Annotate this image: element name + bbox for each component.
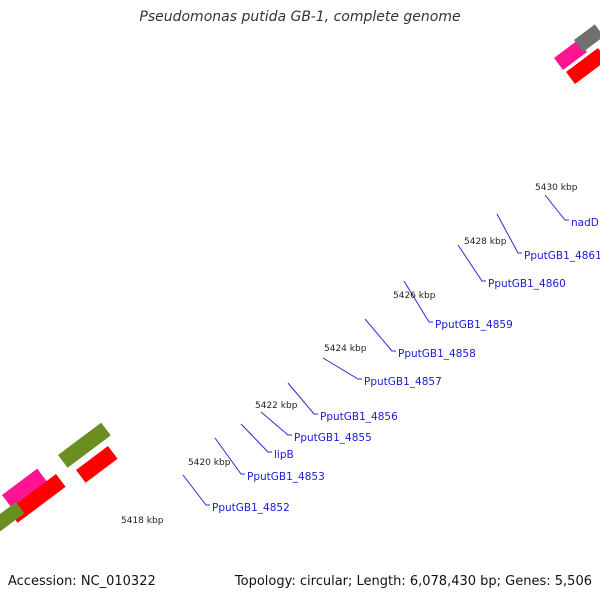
gene-leader-line <box>214 437 245 475</box>
gene-label: lipB <box>274 449 294 461</box>
olive-feature-block <box>58 422 111 468</box>
gene-leader-line <box>240 423 272 453</box>
gene-leader-line <box>287 382 318 415</box>
genome-summary-text: Topology: circular; Length: 6,078,430 bp… <box>234 574 592 589</box>
gene-label: PputGB1_4857 <box>364 376 442 388</box>
gene-label: PputGB1_4853 <box>247 471 325 483</box>
pink-feature-block <box>554 39 587 70</box>
kbp-tick-label: 5430 kbp <box>535 183 578 193</box>
gene-label: PputGB1_4855 <box>294 432 372 444</box>
pink-feature-block <box>1 468 47 508</box>
gene-leader-line <box>182 474 210 506</box>
kbp-tick-label: 5422 kbp <box>255 401 298 411</box>
map-title: Pseudomonas putida GB-1, complete genome <box>139 9 461 25</box>
gene-label: PputGB1_4861 <box>524 250 600 262</box>
kbp-tick-label: 5424 kbp <box>324 344 367 354</box>
gene-leader-line <box>544 194 569 221</box>
olive-feature-block <box>0 501 25 532</box>
kbp-tick-label: 5428 kbp <box>464 237 507 247</box>
gene-label: PputGB1_4858 <box>398 348 476 360</box>
gene-leader-line <box>403 280 433 323</box>
gene-label: PputGB1_4852 <box>212 502 290 514</box>
gene-label: nadD <box>571 217 599 229</box>
gene-leader-line <box>364 318 396 352</box>
accession-text: Accession: NC_010322 <box>8 574 156 589</box>
gene-leader-line <box>260 411 292 436</box>
gene-label: PputGB1_4856 <box>320 411 398 423</box>
gray-feature-block <box>574 24 600 52</box>
red-feature-block <box>76 445 118 483</box>
kbp-tick-label: 5418 kbp <box>121 516 164 526</box>
kbp-tick-label: 5420 kbp <box>188 458 231 468</box>
kbp-tick-label: 5426 kbp <box>393 291 436 301</box>
red-feature-block <box>566 47 600 84</box>
gene-label: PputGB1_4859 <box>435 319 513 331</box>
gene-leader-line <box>496 213 522 254</box>
gene-label: PputGB1_4860 <box>488 278 566 290</box>
gene-leader-line <box>322 357 362 380</box>
gene-leader-line <box>457 244 486 282</box>
